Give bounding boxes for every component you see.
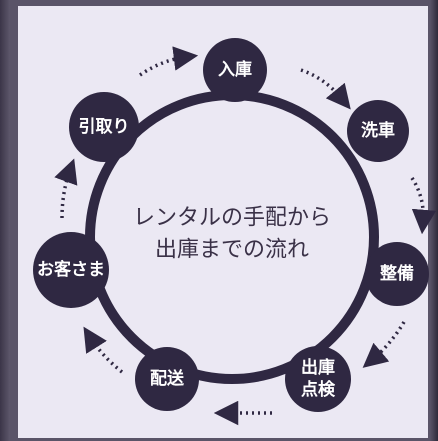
left-photo-edge — [0, 0, 10, 441]
step-label: 出庫 — [301, 357, 335, 378]
arrow-hikitori-to-inko — [139, 46, 199, 77]
step-label: お客さま — [37, 259, 105, 280]
center-title-line-2: 出庫までの流れ — [155, 238, 309, 263]
step-node-haiso: 配送 — [135, 347, 199, 411]
center-title-line-1: レンタルの手配から — [133, 206, 331, 231]
step-node-shukko-tenken: 出庫 点検 — [285, 346, 351, 412]
step-node-hikitori: 引取り — [69, 92, 139, 162]
step-label: 配送 — [150, 368, 185, 389]
arrow-okyakusama-to-hikitori — [54, 158, 78, 219]
step-node-sensha: 洗車 — [347, 100, 409, 162]
arrow-sensha-to-seibi — [410, 177, 437, 235]
step-label: 洗車 — [361, 120, 395, 141]
arrow-inko-to-sensha — [300, 68, 351, 110]
step-node-inko: 入庫 — [203, 38, 267, 102]
arrow-seibi-to-shukko — [362, 321, 406, 368]
step-label: 整備 — [380, 263, 414, 284]
step-label: 引取り — [79, 117, 130, 137]
step-label: 入庫 — [218, 59, 252, 80]
step-node-okyakusama: お客さま — [33, 232, 109, 308]
arrow-haiso-to-okyakusama — [83, 326, 124, 374]
step-label-second-line: 点検 — [301, 379, 336, 400]
flow-arrows — [54, 46, 437, 426]
step-node-seibi: 整備 — [365, 242, 429, 306]
